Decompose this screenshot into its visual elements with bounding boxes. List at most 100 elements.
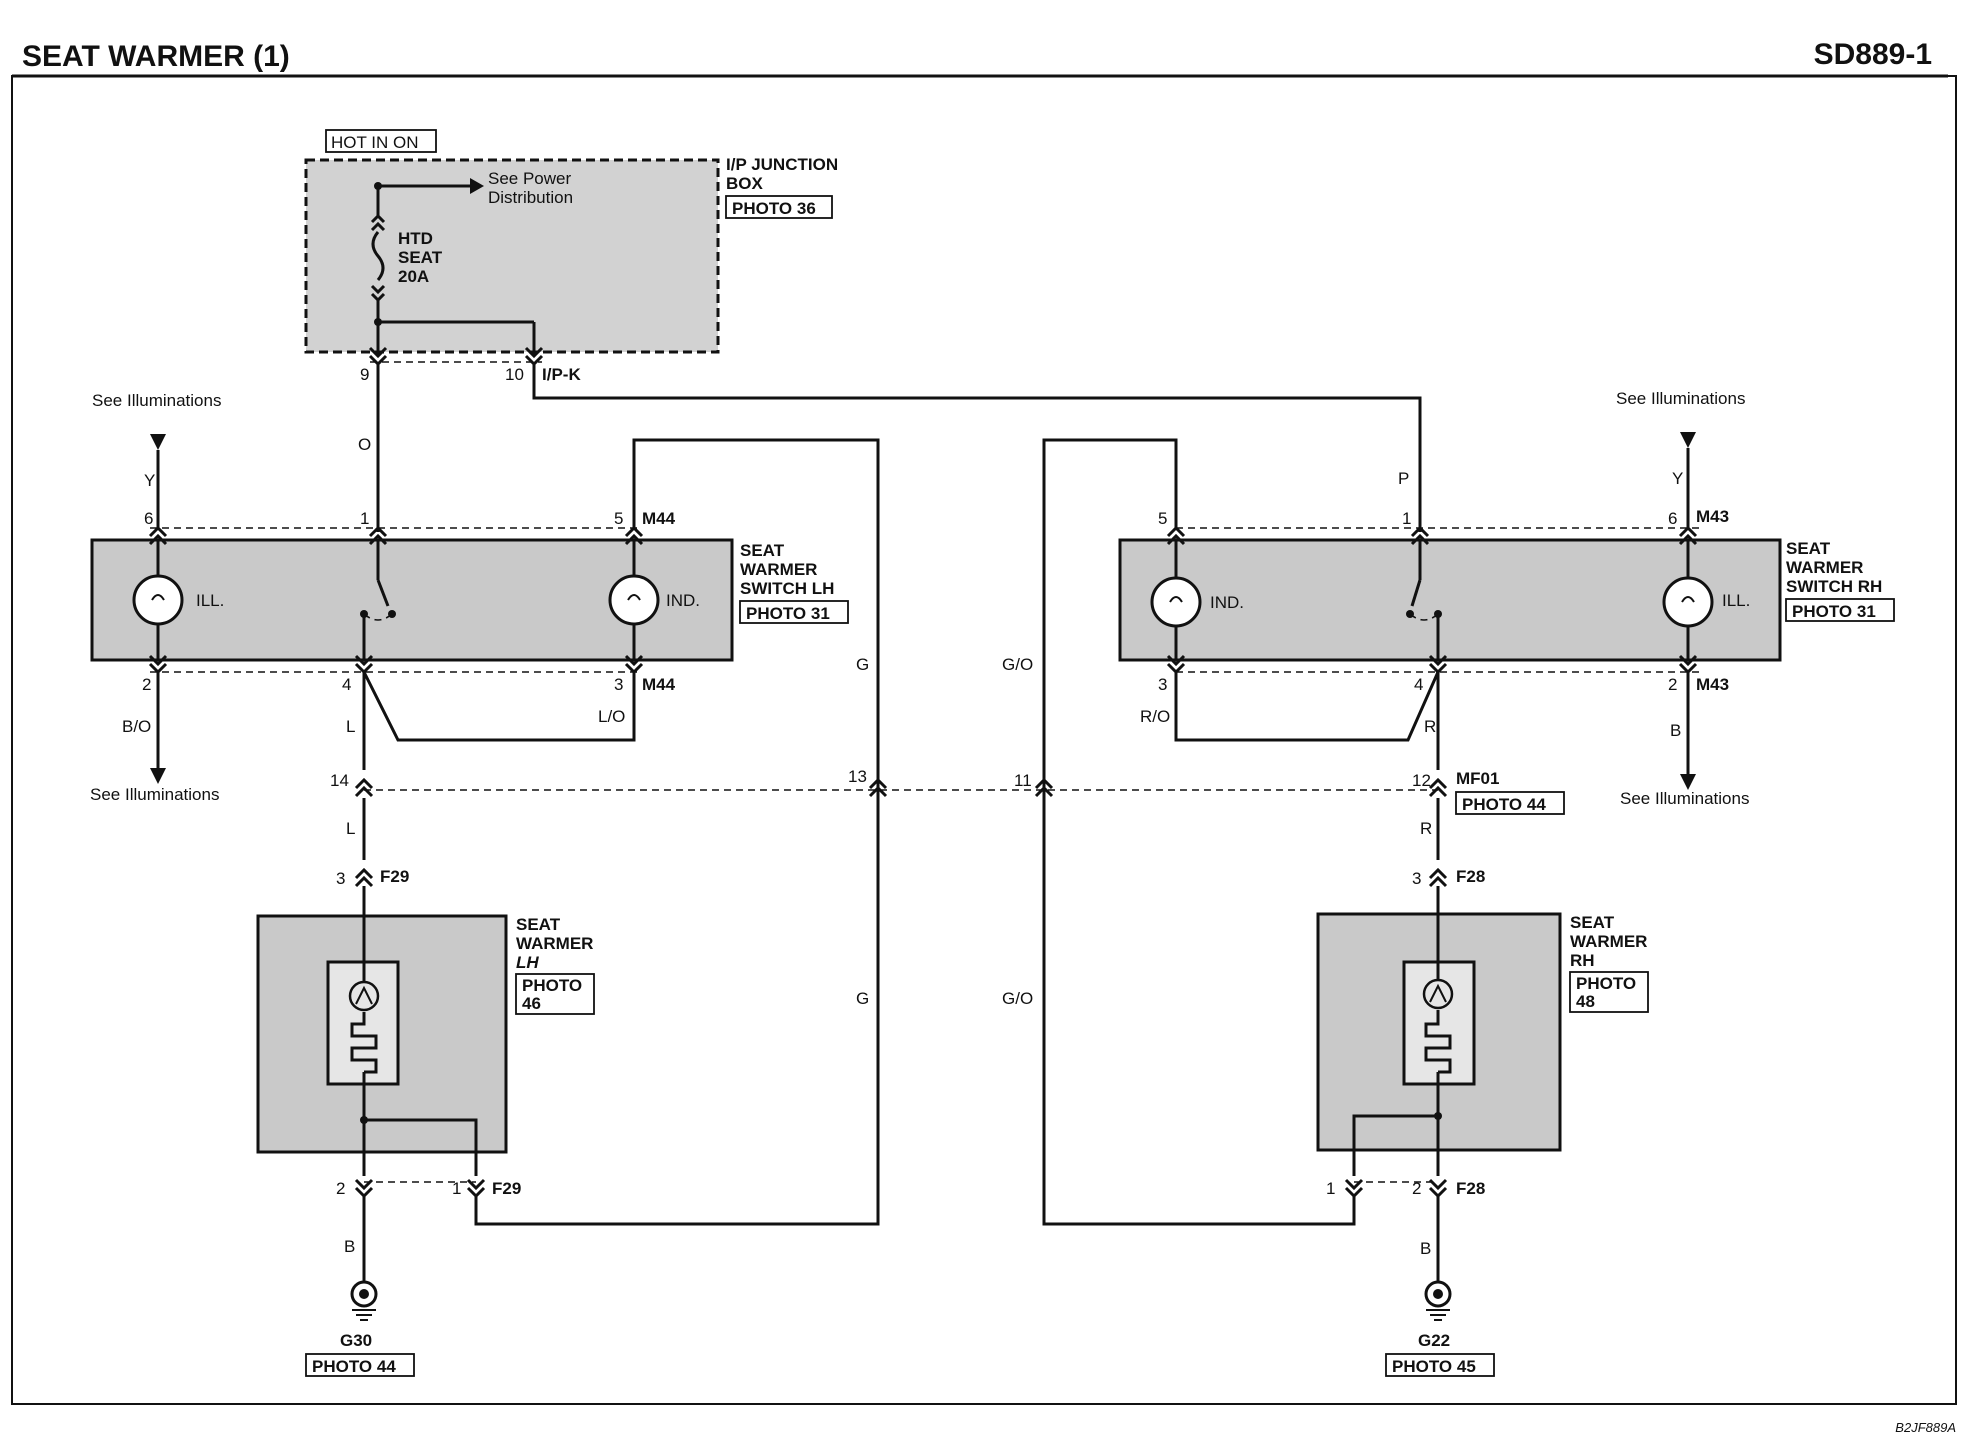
ground-g30: G30 PHOTO 44 <box>305 1280 415 1377</box>
sw-lh-photo-tag <box>739 600 849 624</box>
diagram-code: SD889-1 <box>1814 38 1932 71</box>
junction-box-photo: PHOTO 36 <box>732 199 816 218</box>
mf-pin-12: 12 <box>1412 771 1431 790</box>
sw-rh-pin-6: 6 <box>1668 509 1677 528</box>
hot-in-on-tag <box>325 129 437 153</box>
wire-bo: B/O <box>122 717 151 736</box>
sw-rh-name-2: WARMER <box>1786 558 1863 577</box>
warmer-lh-pin-3: 3 <box>336 869 345 888</box>
fuse-label-3: 20A <box>398 267 429 286</box>
wire-r2: R <box>1420 819 1432 838</box>
wire-p-label: P <box>1398 469 1409 488</box>
mf-pin-14: 14 <box>330 771 349 790</box>
wire-go1: G/O <box>1002 655 1033 674</box>
sw-rh-photo: PHOTO 31 <box>1792 602 1876 621</box>
mf-pin-13: 13 <box>848 767 867 786</box>
warmer-rh-photo-tag <box>1569 971 1649 1013</box>
wire-b-rh: B <box>1420 1239 1431 1258</box>
wire-l1: L <box>346 717 355 736</box>
mf-name: MF01 <box>1456 769 1499 788</box>
sw-rh-name-1: SEAT <box>1786 539 1831 558</box>
junction-box-photo-tag <box>725 195 833 219</box>
sw-lh-pin-4: 4 <box>342 675 351 694</box>
warmer-lh-conn-bottom: F29 <box>492 1179 521 1198</box>
seat-warmer-rh: 3 F28 SEAT WARMER RH PHOTO 48 1 2 F28 <box>1316 867 1649 1199</box>
sw-lh-ill-label: ILL. <box>196 591 224 610</box>
warmer-rh-conn-bottom: F28 <box>1456 1179 1485 1198</box>
sw-lh-name-2: WARMER <box>740 560 817 579</box>
seat-warmer-switch-lh: 6 1 5 M44 2 4 3 M44 ILL. IND. SEAT WARME… <box>90 509 849 694</box>
warmer-lh-photo-2: 46 <box>522 994 541 1013</box>
junction-box: HOT IN ON I/P JUNCTION BOX PHOTO 36 See … <box>304 129 838 384</box>
sw-rh-ill-label: ILL. <box>1722 591 1750 610</box>
sw-rh-photo-tag <box>1785 598 1895 622</box>
warmer-rh-pin-2: 2 <box>1412 1179 1421 1198</box>
warmer-lh-pin-1: 1 <box>452 1179 461 1198</box>
wire-o-label: O <box>358 435 371 454</box>
junction-box-name-1: I/P JUNCTION <box>726 155 838 174</box>
sw-lh-pin-3: 3 <box>614 675 623 694</box>
sw-rh-ind-label: IND. <box>1210 593 1244 612</box>
warmer-rh-pin-3: 3 <box>1412 869 1421 888</box>
sw-lh-conn-bottom: M44 <box>642 675 676 694</box>
wire-ro: R/O <box>1140 707 1170 726</box>
ground-lh-photo-tag <box>305 1353 415 1377</box>
arrow-right-icon <box>470 178 484 194</box>
sw-lh-photo: PHOTO 31 <box>746 604 830 623</box>
sw-lh-name-3: SWITCH LH <box>740 579 834 598</box>
switch-contact-icon <box>376 579 390 607</box>
sw-lh-pin-5: 5 <box>614 509 623 528</box>
arrow-down-icon <box>150 768 166 784</box>
wire-go2: G/O <box>1002 989 1033 1008</box>
warmer-rh-pin-1: 1 <box>1326 1179 1335 1198</box>
sw-lh-pin-2: 2 <box>142 675 151 694</box>
warmer-rh-photo-1: PHOTO <box>1576 974 1636 993</box>
see-illum-tl: See Illuminations <box>92 391 221 410</box>
sw-rh-name-3: SWITCH RH <box>1786 577 1882 596</box>
ground-lh-photo: PHOTO 44 <box>312 1357 396 1376</box>
ill-lamp-icon <box>132 574 184 626</box>
warmer-lh-name-2: WARMER <box>516 934 593 953</box>
mf-photo: PHOTO 44 <box>1462 795 1546 814</box>
ind-lamp-icon <box>608 574 660 626</box>
wire-r1: R <box>1424 717 1436 736</box>
wire-l2: L <box>346 819 355 838</box>
connector-ipk: I/P-K <box>542 365 581 384</box>
warmer-lh-photo-tag <box>515 973 595 1015</box>
sw-rh-pin-1: 1 <box>1402 509 1411 528</box>
ground-rh-name: G22 <box>1418 1331 1450 1350</box>
see-illum-tr: See Illuminations <box>1616 389 1745 408</box>
ground-rh-photo-tag <box>1385 1353 1495 1377</box>
sw-lh-pin-6: 6 <box>144 509 153 528</box>
warmer-rh-photo-2: 48 <box>1576 992 1595 1011</box>
wire-b-right: B <box>1670 721 1681 740</box>
wire-g2: G <box>856 989 869 1008</box>
sw-lh-pin-1: 1 <box>360 509 369 528</box>
ill-lamp-icon <box>1662 576 1714 628</box>
mf-photo-tag <box>1455 791 1565 815</box>
switch-contact-icon <box>1410 579 1422 607</box>
jb-pin-9: 9 <box>360 365 369 384</box>
sw-rh-pin-3: 3 <box>1158 675 1167 694</box>
diagram-border <box>11 75 1957 1405</box>
see-illum-bl: See Illuminations <box>90 785 219 804</box>
warmer-lh-pin-2: 2 <box>336 1179 345 1198</box>
ground-lh-name: G30 <box>340 1331 372 1350</box>
sw-lh-conn-top: M44 <box>642 509 676 528</box>
fuse-element-icon <box>371 231 385 281</box>
sw-rh-pin-4: 4 <box>1414 675 1423 694</box>
mf-pin-11: 11 <box>1014 771 1032 790</box>
heater-element-icon <box>1424 1010 1452 1074</box>
arrow-down-icon <box>150 434 166 450</box>
hot-in-on-label: HOT IN ON <box>331 133 419 152</box>
seat-warmer-switch-rh: 5 1 6 M43 3 4 2 M43 IND. ILL. SEAT WARME… <box>1118 507 1895 694</box>
sw-rh-pin-5: 5 <box>1158 509 1167 528</box>
heater-element-icon <box>350 1012 378 1074</box>
arrow-down-icon <box>1680 432 1696 448</box>
seat-warmer-lh: 3 F29 SEAT WARMER LH PHOTO 46 2 1 F29 <box>256 867 595 1199</box>
wire-y-left: Y <box>144 471 155 490</box>
fuse-label-1: HTD <box>398 229 433 248</box>
arrow-down-icon <box>1680 774 1696 790</box>
ground-rh-photo: PHOTO 45 <box>1392 1357 1476 1376</box>
warmer-rh-conn-top: F28 <box>1456 867 1485 886</box>
